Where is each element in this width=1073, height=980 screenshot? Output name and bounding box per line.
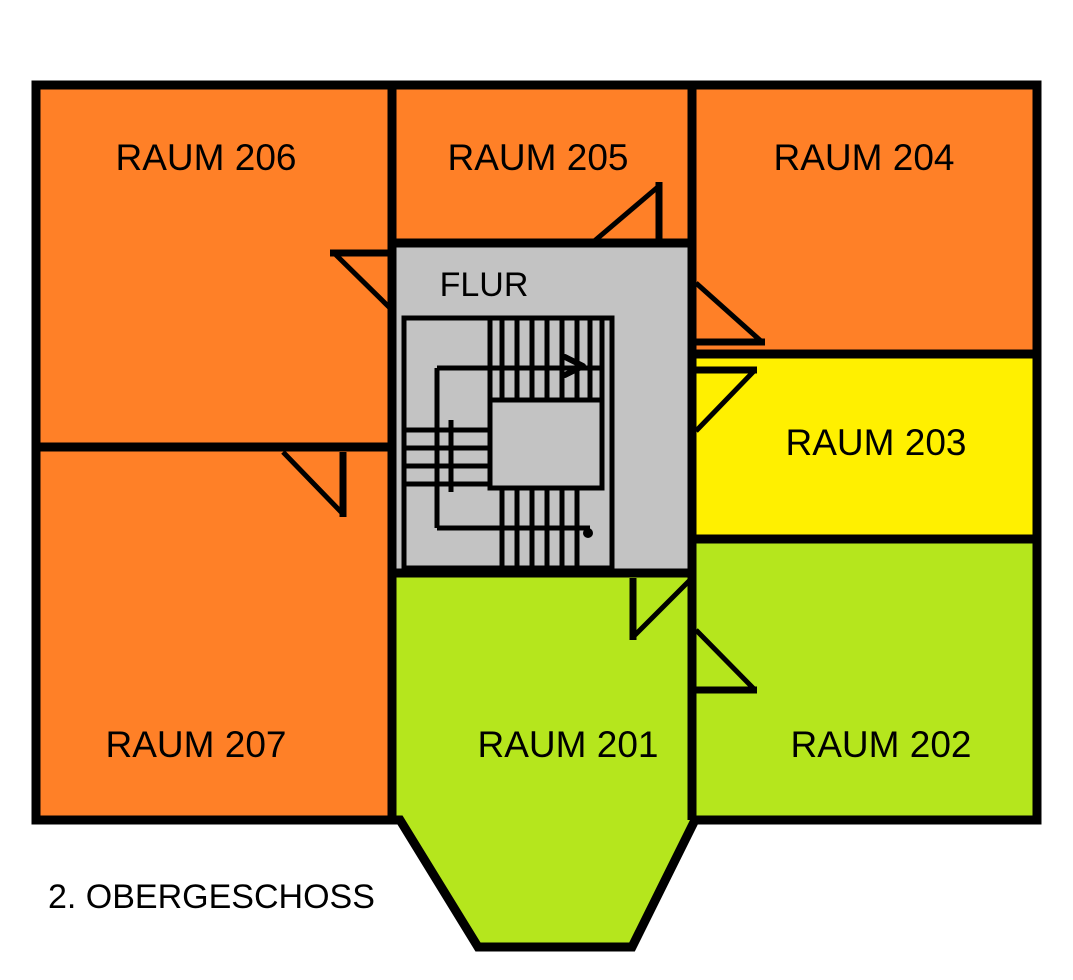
raum-204-label: RAUM 204 xyxy=(774,137,955,178)
door-207-206-icon xyxy=(281,450,347,517)
raum-207-label: RAUM 207 xyxy=(106,724,287,765)
raum-206-area[interactable] xyxy=(36,85,392,447)
raum-202-area[interactable] xyxy=(692,539,1037,820)
stair-treads-upper xyxy=(499,318,593,400)
raum-202-label: RAUM 202 xyxy=(791,724,972,765)
door-205-flur-icon xyxy=(590,182,663,245)
stair-start-dot-icon xyxy=(583,528,593,538)
door-201-flur-icon xyxy=(629,576,694,640)
stair-outer-box xyxy=(401,315,615,571)
stair-upper-frame xyxy=(487,318,605,400)
raum-203-label: RAUM 203 xyxy=(786,422,967,463)
raum-201-label: RAUM 201 xyxy=(478,724,659,765)
outer-wall xyxy=(31,80,1042,952)
walls xyxy=(31,80,1042,952)
stair-direction-arrow-icon xyxy=(562,354,586,378)
stair-treads-lower xyxy=(499,488,580,568)
flur-label: FLUR xyxy=(440,266,529,304)
door-203-flur-icon xyxy=(692,366,757,433)
floor-level-label: 2. OBERGESCHOSS xyxy=(48,878,375,916)
raum-201-area[interactable] xyxy=(392,573,692,947)
raum-205-area[interactable] xyxy=(392,85,692,243)
raum-204-area[interactable] xyxy=(692,85,1037,354)
door-206-flur-icon xyxy=(330,249,394,312)
stair-core-block xyxy=(487,397,605,491)
raum-205-label: RAUM 205 xyxy=(448,137,629,178)
raum-206-label: RAUM 206 xyxy=(116,137,297,178)
door-204-flur-icon xyxy=(692,281,765,346)
raum-203-area[interactable] xyxy=(692,354,1037,539)
door-202-201-icon xyxy=(692,628,757,694)
raum-207-area[interactable] xyxy=(36,447,392,820)
stair-winder-steps xyxy=(404,420,490,492)
